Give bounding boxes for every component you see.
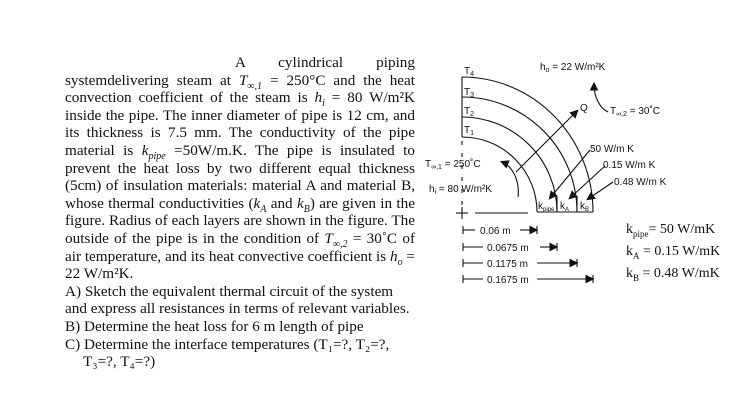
- label-t2: T2: [464, 106, 474, 118]
- ka-symbol: k: [253, 194, 261, 212]
- problem-statement: A cylindrical piping systemdelivering st…: [65, 54, 415, 371]
- label-t-inf2: T∞,2 = 30˚C: [610, 105, 660, 118]
- label-t-inf1: T∞,1 = 250˚C: [425, 158, 481, 171]
- kb-symbol: k: [297, 194, 304, 212]
- question-b: B) Determine the heat loss for 6 m lengt…: [65, 317, 364, 335]
- hi-symbol: h: [314, 89, 323, 107]
- label-ho: ho = 22 W/m²K: [540, 62, 606, 74]
- arc-t3: [461, 96, 578, 213]
- outer-convection-arrow: [589, 81, 609, 113]
- conductivity-list: kpipe= 50 W/mK kA = 0.15 W/mK kB = 0.48 …: [626, 219, 720, 285]
- t-inf2-symbol: T: [324, 229, 333, 247]
- label-hi: hi = 80 W/m²K: [429, 184, 492, 196]
- box-k-b: kB: [580, 201, 589, 213]
- label-t1: T1: [464, 125, 474, 137]
- problem-paragraph: A cylindrical piping systemdelivering st…: [65, 54, 416, 283]
- question-a: A) Sketch the equivalent thermal circuit…: [65, 282, 410, 318]
- label-k-b-value: 0.48 W/m K: [614, 177, 667, 188]
- inner-convection-arrow: [499, 160, 519, 198]
- k-b-row: kB = 0.48 W/mK: [626, 266, 720, 283]
- label-t3: T3: [464, 87, 474, 99]
- t-inf1-symbol: T: [238, 71, 248, 89]
- radius-r2: 0.0675 m: [487, 243, 529, 254]
- box-k-pipe: kpipe: [538, 201, 555, 213]
- k-b-leader: [586, 181, 614, 201]
- label-q: Q: [580, 103, 588, 114]
- radius-r3: 0.1175 m: [487, 259, 528, 270]
- k-a-row: kA = 0.15 W/mK: [626, 244, 721, 261]
- arc-t1: [461, 136, 538, 213]
- box-k-a: kA: [560, 201, 569, 213]
- k-pipe-leader: [548, 149, 591, 200]
- question-c-continued: T₃=?, T₄=?): [83, 353, 156, 371]
- ho-symbol: h: [390, 247, 398, 265]
- radius-r1: 0.06 m: [480, 226, 511, 237]
- radius-r4: 0.1675 m: [487, 275, 529, 286]
- label-k-a-value: 0.15 W/m K: [603, 160, 656, 171]
- k-pipe-row: kpipe= 50 W/mK: [626, 222, 716, 239]
- question-c: C) Determine the interface temperatures …: [65, 335, 390, 353]
- arc-t4: [461, 76, 594, 213]
- label-t4: T4: [464, 66, 474, 78]
- k-a-leader: [568, 165, 606, 200]
- kpipe-symbol: k: [141, 141, 149, 159]
- heat-flow-arrow: [515, 109, 579, 173]
- intro-line: A cylindrical piping system: [65, 54, 415, 89]
- label-k-pipe-value: 50 W/m K: [590, 144, 634, 155]
